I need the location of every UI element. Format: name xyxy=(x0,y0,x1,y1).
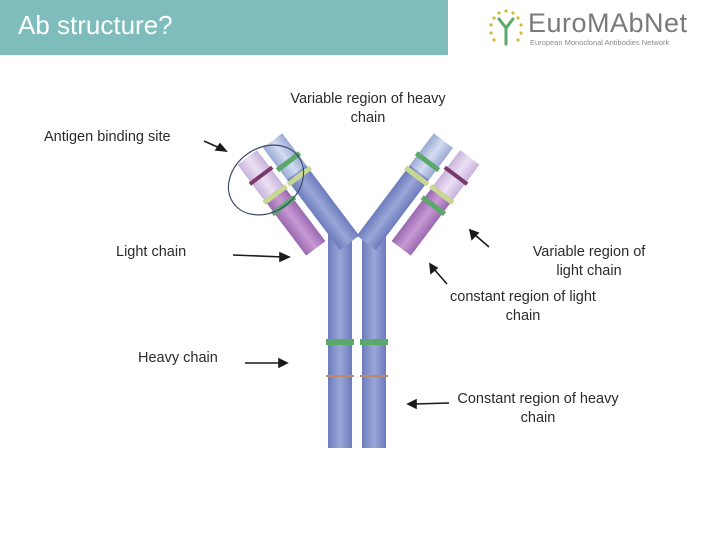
arrow-constant-light xyxy=(432,267,448,285)
variable-heavy-right xyxy=(409,133,454,180)
band-right-heavy-2 xyxy=(403,165,430,187)
label-constant-region-light: constant region of light chain xyxy=(450,289,596,324)
arrow-variable-light xyxy=(473,233,490,248)
light-band-left-1 xyxy=(248,165,274,186)
light-band-right-3 xyxy=(420,195,447,217)
band-left-heavy xyxy=(275,151,302,173)
label-variable-region-heavy: Variable region of heavy chain xyxy=(290,91,446,126)
label-antigen-binding-site: Antigen binding site xyxy=(44,129,171,145)
arrowhead-heavy-chain xyxy=(278,357,289,369)
arrowhead-variable-light xyxy=(468,228,480,241)
label-heavy-chain: Heavy chain xyxy=(138,350,218,366)
antigen-binding-site-outline xyxy=(227,144,305,216)
right-light-chain xyxy=(391,150,480,256)
euromabnet-logo: EuroMAbNet European Monoclonal Antibodie… xyxy=(486,8,712,48)
arrowhead-constant-light xyxy=(429,262,439,275)
band-right-heavy xyxy=(414,151,441,173)
hinge-line-left xyxy=(326,375,354,377)
arrowhead-antigen-site xyxy=(214,142,228,152)
light-band-right-1 xyxy=(443,165,469,186)
slide-title: Ab structure? xyxy=(18,10,173,40)
arrow-constant-heavy xyxy=(413,402,450,405)
arrowhead-light-chain xyxy=(279,251,291,263)
label-light-chain: Light chain xyxy=(116,244,187,260)
disulfide-band-left xyxy=(326,339,354,345)
right-fab-arm xyxy=(356,133,454,251)
label-variable-region-light: Variable region of light chain xyxy=(532,244,646,279)
hinge-line-right xyxy=(360,375,388,377)
laurel-antibody-icon xyxy=(489,9,523,46)
light-band-right-2 xyxy=(429,184,455,205)
label-constant-region-heavy: Constant region of heavy chain xyxy=(457,391,619,426)
arrow-light-chain xyxy=(232,254,284,258)
logo-name: EuroMAbNet xyxy=(528,8,688,38)
logo-tagline: European Monoclonal Antibodies Network xyxy=(530,38,670,47)
disulfide-band-right xyxy=(360,339,388,345)
arrowhead-constant-heavy xyxy=(406,398,417,410)
title-bar: Ab structure? xyxy=(0,0,448,55)
light-band-left-2 xyxy=(262,184,288,205)
band-left-heavy-2 xyxy=(286,165,313,187)
